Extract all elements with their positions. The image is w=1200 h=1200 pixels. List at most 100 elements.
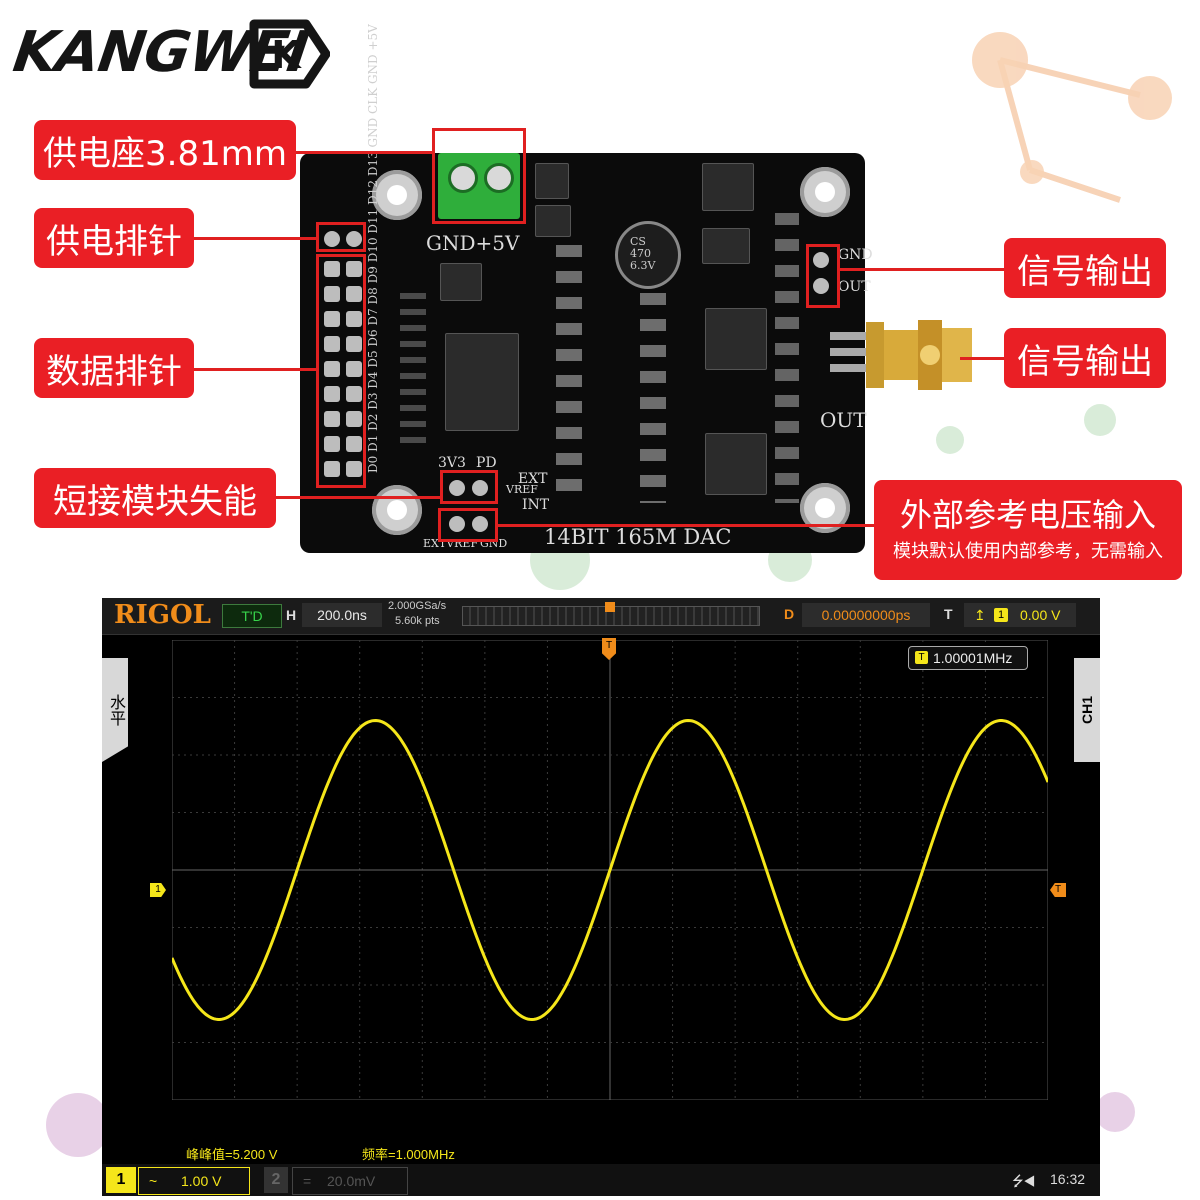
measure-peak-to-peak: 峰峰值=5.200 V — [186, 1147, 278, 1162]
header-pin — [324, 311, 340, 327]
header-pin — [346, 286, 362, 302]
terminal-label: GND+5V — [426, 231, 520, 255]
scope-top-bar: RIGOL T'D H 200.0ns 2.000GSa/s 5.60k pts… — [102, 598, 1100, 635]
capacitor-label: CS 470 6.3V — [630, 235, 656, 272]
ch1-setting[interactable]: ~ 1.00 V — [138, 1167, 250, 1195]
callout-power-socket: 供电座3.81mm — [34, 120, 296, 180]
scope-clock: 16:32 — [1050, 1171, 1086, 1187]
scope-delay[interactable]: 0.00000000ps — [802, 603, 930, 627]
regulator-right — [702, 228, 750, 264]
gnd-pin-label: GND — [838, 247, 873, 263]
ch2-setting[interactable]: = 20.0mV — [292, 1167, 408, 1195]
ch1-number[interactable]: 1 — [106, 1167, 136, 1193]
brand-logo: KANGWEI K — [9, 14, 334, 94]
ext-label: EXT — [518, 471, 548, 487]
header-pin-labels: D0 D1 D2 D3 D4 D5 D6 D7 D8 D9 D10 D11 D1… — [366, 24, 380, 473]
out-pin-label: OUT — [838, 279, 871, 295]
power-socket-highlight — [432, 128, 526, 224]
short-disable-highlight — [440, 470, 498, 504]
trigger-level: 0.00 V — [1020, 607, 1061, 623]
scope-horizontal-tab[interactable]: 水平 — [102, 658, 128, 762]
ext-ref-title: 外部参考电压输入 — [899, 496, 1156, 534]
chip-u4 — [702, 163, 754, 211]
brand-emblem-letter: K — [271, 33, 302, 77]
header-pin — [346, 336, 362, 352]
scope-trigger-box[interactable]: ↥ 1 0.00 V — [964, 603, 1076, 627]
header-pin — [324, 436, 340, 452]
callout-data-header: 数据排针 — [34, 338, 194, 398]
ch2-number[interactable]: 2 — [264, 1167, 288, 1193]
dac-module-board: GND+5V D0 D1 D2 D3 D4 D5 D6 D7 D8 D9 D10… — [300, 24, 873, 553]
ch1-coupling-icon: ~ — [149, 1173, 158, 1189]
callout-power-header: 供电排针 — [34, 208, 194, 268]
ch1-ground-marker[interactable]: 1 — [150, 883, 166, 897]
ch2-coupling-icon: = — [303, 1173, 312, 1189]
data-header-highlight — [316, 254, 366, 488]
callout-line — [276, 496, 442, 499]
mount-hole — [372, 485, 422, 535]
ch1-scale: 1.00 V — [181, 1173, 222, 1189]
brand-emblem-icon: K — [249, 19, 330, 89]
jumper-3v3-label: 3V3 — [438, 455, 466, 471]
vref-label: VREF — [506, 483, 538, 496]
mount-hole — [800, 167, 850, 217]
scope-frequency-badge: T 1.00001MHz — [908, 646, 1028, 670]
scope-t-label: T — [944, 606, 953, 622]
passive-column — [556, 245, 582, 495]
header-pin — [346, 361, 362, 377]
callout-line — [194, 237, 318, 240]
callout-line — [296, 151, 434, 154]
trigger-channel-badge: 1 — [994, 608, 1008, 622]
ch2-scale: 20.0mV — [327, 1173, 376, 1189]
trigger-position-marker[interactable]: T — [602, 638, 616, 660]
header-pin — [346, 461, 362, 477]
scope-ch1-tab[interactable]: CH1 — [1074, 658, 1100, 762]
passive-column — [640, 293, 666, 503]
header-pin — [346, 261, 362, 277]
opamp-u2 — [705, 433, 767, 495]
ch1-sine-trace — [172, 718, 1048, 1022]
header-pin — [324, 386, 340, 402]
scope-timebase[interactable]: 200.0ns — [302, 603, 382, 627]
regulator — [535, 205, 571, 237]
scope-sample-rate: 2.000GSa/s — [388, 600, 447, 612]
scope-bottom-bar: 1 ~ 1.00 V 2 = 20.0mV ⭍◀ 16:32 — [102, 1164, 1100, 1196]
header-pin — [324, 461, 340, 477]
ext-ref-highlight — [438, 508, 498, 542]
signal-output-pins — [810, 248, 832, 300]
board-title: 14BIT 165M DAC — [544, 525, 732, 549]
scope-d-label: D — [784, 606, 795, 622]
data-header-pins — [320, 257, 364, 482]
header-pin — [346, 436, 362, 452]
electrolytic-capacitor: CS 470 6.3V — [615, 221, 681, 289]
callout-short-disable: 短接模块失能 — [34, 468, 276, 528]
mount-hole — [372, 170, 422, 220]
callout-line — [840, 268, 1006, 271]
header-pin — [324, 286, 340, 302]
scope-h-label: H — [286, 607, 297, 623]
trigger-edge-icon: ↥ — [974, 607, 986, 623]
header-pin — [324, 261, 340, 277]
callout-line — [498, 524, 874, 527]
header-pin — [346, 386, 362, 402]
jumper-pd-label: PD — [476, 455, 497, 471]
diode — [535, 163, 569, 199]
signal-out-pins-highlight — [806, 244, 840, 308]
scope-mode-badge[interactable]: T'D — [222, 604, 282, 628]
trigger-t-icon: T — [915, 651, 928, 664]
pd-jumper-pins — [446, 478, 492, 498]
trigger-level-marker[interactable]: T — [1050, 883, 1066, 897]
power-terminal-block — [438, 153, 520, 219]
dac-chip — [445, 333, 519, 431]
int-label: INT — [522, 497, 550, 513]
terminal-screw — [448, 163, 478, 193]
callout-ext-ref: 外部参考电压输入 模块默认使用内部参考，无需输入 — [874, 480, 1182, 580]
header-pin — [324, 336, 340, 352]
usb-icon: ⭍◀ — [1012, 1173, 1035, 1189]
header-pin — [324, 361, 340, 377]
sma-out-label: OUT — [820, 408, 867, 432]
header-pin — [346, 311, 362, 327]
header-pin — [324, 411, 340, 427]
opamp-u1 — [705, 308, 767, 370]
power-header-pins — [320, 229, 364, 249]
